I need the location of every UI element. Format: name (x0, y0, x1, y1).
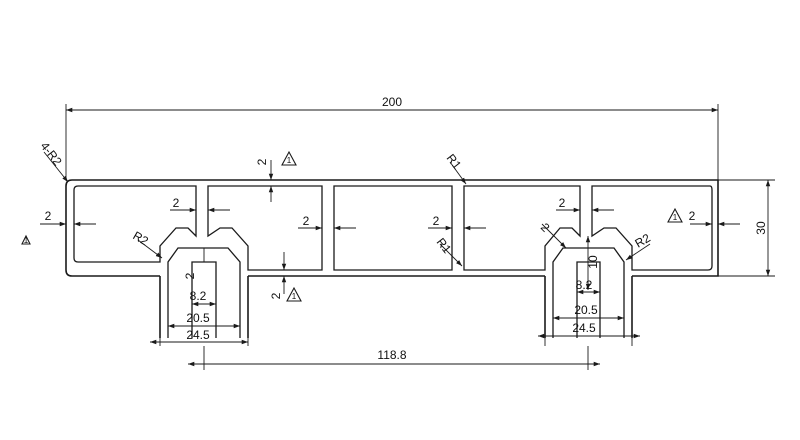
critical-mark-left: 1 (24, 236, 29, 245)
dim-left-channel-widths: 8.2 20.5 24.5 (150, 289, 249, 346)
dim-text-right-20-5: 20.5 (574, 303, 598, 317)
dim-text-right-24-5: 24.5 (572, 321, 596, 335)
profile-outline (65, 179, 719, 338)
dim-text-4-r2: 4-R2 (38, 139, 65, 168)
dim-text-right-wall: 2 (689, 209, 696, 223)
dim-text-r1-top: R1 (444, 151, 465, 172)
dim-text-118-8: 118.8 (377, 348, 406, 362)
dim-text-top-wall: 2 (255, 158, 269, 165)
dim-fillet-top: R1 (444, 151, 467, 185)
dim-overall-height: 30 (718, 179, 775, 277)
critical-triangle-right (667, 207, 683, 223)
dim-right-channel-wall: 2 (538, 220, 567, 249)
dim-rib-wall-4: 2 (556, 196, 614, 213)
dim-rib-wall-3: 2 (428, 214, 486, 231)
critical-triangle-left (21, 234, 31, 245)
dim-text-left-wall: 2 (45, 209, 52, 223)
critical-mark-top: 1 (287, 156, 292, 165)
corner-radius-note: 4-R2 (38, 139, 69, 183)
dim-text-right-r2: R2 (633, 231, 654, 251)
dim-text-left-r2: R2 (131, 228, 152, 248)
critical-triangle-bottom (286, 286, 302, 302)
dim-right-wall: 2 1 (667, 207, 740, 227)
critical-mark-bottom: 1 (292, 292, 297, 301)
dim-overall-width: 200 (65, 95, 719, 180)
critical-triangle-top (281, 150, 297, 166)
dim-left-channel-wall: 2 (183, 248, 205, 279)
dim-text-bottom-wall: 2 (269, 292, 283, 299)
profile-cavities (73, 185, 713, 338)
dim-fillet-bottom: R1 (434, 235, 463, 267)
dim-bottom-wall: 2 1 (269, 252, 302, 302)
dim-text-30: 30 (754, 221, 768, 235)
dim-text-left-20-5: 20.5 (186, 311, 210, 325)
dim-text-rib-3: 2 (433, 214, 440, 228)
dim-right-radius: R2 (625, 231, 654, 261)
dim-text-200: 200 (382, 95, 402, 109)
dim-channel-pitch: 118.8 (188, 346, 600, 370)
dim-text-left-channel-wall: 2 (183, 272, 197, 279)
dim-rib-wall-1: 2 (170, 196, 230, 213)
dim-text-r1-bottom: R1 (434, 235, 455, 256)
dim-left-radius: R2 (131, 228, 163, 259)
dim-text-right-10: 10 (586, 255, 600, 269)
dim-top-wall: 2 1 (255, 150, 297, 202)
dim-rib-wall-2: 2 (298, 214, 356, 231)
critical-mark-right: 1 (673, 213, 678, 222)
dim-text-rib-4: 2 (559, 196, 566, 210)
dim-left-wall: 2 1 (21, 209, 96, 245)
dim-right-channel-widths: 8.2 20.5 24.5 (538, 278, 640, 346)
dim-text-rib-2: 2 (303, 214, 310, 228)
dim-text-rib-1: 2 (173, 196, 180, 210)
dim-text-left-8-2: 8.2 (190, 289, 207, 303)
dim-text-right-8-2: 8.2 (576, 278, 593, 292)
dim-text-left-24-5: 24.5 (186, 328, 210, 342)
dim-right-channel-depth: 10 (585, 236, 600, 290)
